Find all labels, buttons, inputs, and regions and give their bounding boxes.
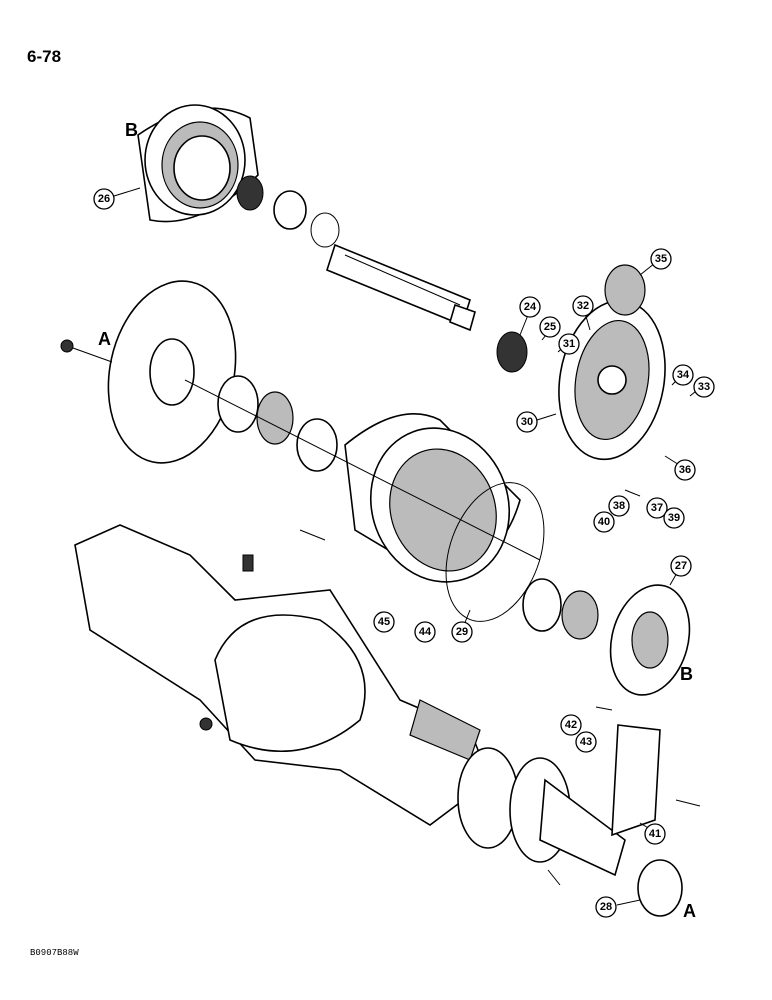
brake-disc xyxy=(107,280,237,464)
callout-36: 36 xyxy=(674,459,696,481)
callout-45: 45 xyxy=(373,611,395,633)
svg-text:34: 34 xyxy=(677,369,690,381)
spindle xyxy=(457,747,683,917)
planet-carrier xyxy=(558,299,666,461)
svg-text:27: 27 xyxy=(675,560,687,572)
callout-31: 31 xyxy=(558,333,580,355)
callout-37: 37 xyxy=(646,497,668,519)
svg-text:43: 43 xyxy=(580,736,592,748)
svg-text:28: 28 xyxy=(600,901,612,913)
axle-shaft xyxy=(326,243,476,332)
snap-ring-29 xyxy=(445,482,545,622)
bearings-right xyxy=(522,578,599,640)
letter-b-ring-gear: B xyxy=(125,120,138,140)
svg-text:36: 36 xyxy=(679,464,691,476)
sun-gear-27 xyxy=(609,584,691,696)
svg-text:25: 25 xyxy=(544,321,556,333)
svg-text:30: 30 xyxy=(521,416,533,428)
bracket-41 xyxy=(611,724,661,837)
callout-40: 40 xyxy=(593,511,615,533)
hub-housing xyxy=(344,413,521,583)
svg-text:26: 26 xyxy=(98,193,110,205)
svg-text:42: 42 xyxy=(565,719,577,731)
callout-42: 42 xyxy=(560,714,582,736)
callout-44: 44 xyxy=(414,621,436,643)
callout-28: 28 xyxy=(595,896,617,918)
callout-41: 41 xyxy=(644,823,666,845)
letter-a-seal: A xyxy=(683,901,696,921)
callout-39: 39 xyxy=(663,507,685,529)
hub-and-snap-rings xyxy=(236,175,340,248)
callout-25: 25 xyxy=(539,316,561,338)
svg-text:33: 33 xyxy=(698,381,710,393)
page-number: 6-78 xyxy=(27,47,62,66)
callout-30: 30 xyxy=(516,411,538,433)
alignment-line xyxy=(184,379,541,561)
bolt-42 xyxy=(595,706,613,711)
svg-text:35: 35 xyxy=(655,253,667,265)
reference-code: B0907B88W xyxy=(30,948,79,958)
ring-gear-drawing xyxy=(137,104,259,223)
callout-33: 33 xyxy=(693,376,715,398)
svg-text:44: 44 xyxy=(419,626,432,638)
svg-text:29: 29 xyxy=(456,626,468,638)
callout-29: 29 xyxy=(451,621,473,643)
planet-gears xyxy=(496,264,646,373)
svg-text:45: 45 xyxy=(378,616,390,628)
letter-a-brake-disc: A xyxy=(98,329,111,349)
bolt-spindle xyxy=(547,869,561,886)
letter-b-sun-gear: B xyxy=(680,664,693,684)
svg-text:32: 32 xyxy=(577,300,589,312)
callout-32: 32 xyxy=(572,295,594,317)
callout-38: 38 xyxy=(608,495,630,517)
svg-text:39: 39 xyxy=(668,512,680,524)
bolt-37 xyxy=(624,489,641,497)
svg-text:24: 24 xyxy=(524,301,537,313)
svg-text:40: 40 xyxy=(598,516,610,528)
bolt-left-housing xyxy=(299,529,326,541)
bearings-left xyxy=(217,375,338,472)
svg-text:41: 41 xyxy=(649,828,661,840)
bolt-41 xyxy=(675,799,701,807)
callout-35: 35 xyxy=(650,248,672,270)
callout-43: 43 xyxy=(575,731,597,753)
axle-housing xyxy=(74,524,491,826)
svg-text:31: 31 xyxy=(563,338,575,350)
callout-24: 24 xyxy=(519,296,541,318)
svg-text:38: 38 xyxy=(613,500,625,512)
callout-27: 27 xyxy=(670,555,692,577)
svg-text:37: 37 xyxy=(651,502,663,514)
callout-26: 26 xyxy=(93,188,115,210)
callout-34: 34 xyxy=(672,364,694,386)
disc-bolt xyxy=(60,339,113,363)
